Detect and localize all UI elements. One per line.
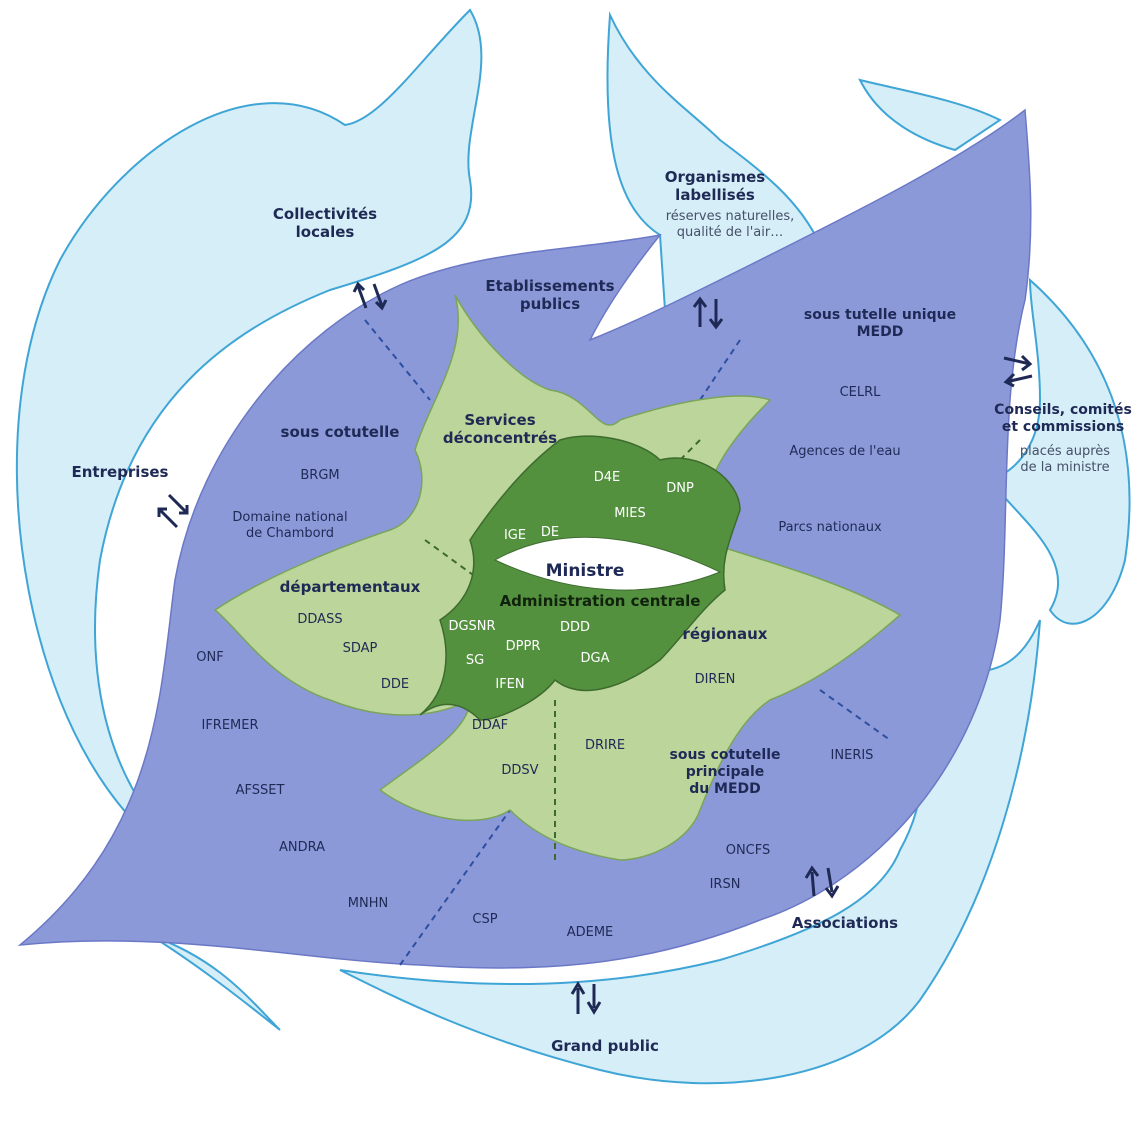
label-departementaux: départementaux bbox=[279, 578, 421, 596]
label-entreprises: Entreprises bbox=[71, 463, 169, 481]
item-ifremer: IFREMER bbox=[201, 718, 259, 733]
item-mies: MIES bbox=[614, 506, 646, 521]
item-ige: IGE bbox=[503, 528, 527, 543]
item-dnp: DNP bbox=[666, 481, 694, 496]
arrow-conseils-icon bbox=[1000, 352, 1036, 388]
label-administration-centrale: Administration centrale bbox=[499, 592, 701, 610]
label-sous-cotutelle: sous cotutelle bbox=[280, 423, 400, 441]
item-celrl: CELRL bbox=[839, 385, 881, 400]
item-dgsnr: DGSNR bbox=[448, 619, 496, 634]
label-organismes-examples: réserves naturelles, qualité de l'air… bbox=[665, 209, 795, 240]
item-onf: ONF bbox=[196, 650, 224, 665]
label-sous-tutelle-unique: sous tutelle unique MEDD bbox=[803, 307, 957, 340]
arrow-associations-icon bbox=[804, 864, 840, 900]
item-ifen: IFEN bbox=[495, 677, 525, 692]
label-conseils-sub: placés auprès de la ministre bbox=[1019, 444, 1111, 475]
item-dde: DDE bbox=[380, 677, 410, 692]
item-afsset: AFSSET bbox=[235, 783, 285, 798]
item-drire: DRIRE bbox=[584, 738, 626, 753]
label-services-deconcentres: Services déconcentrés bbox=[442, 411, 558, 447]
label-conseils: Conseils, comités et commissions bbox=[994, 402, 1132, 435]
arrow-entreprises-icon bbox=[155, 493, 191, 529]
item-ademe: ADEME bbox=[566, 925, 614, 940]
item-dga: DGA bbox=[580, 651, 610, 666]
label-sous-cotutelle-principale: sous cotutelle principale du MEDD bbox=[669, 747, 781, 797]
label-etablissements-publics: Etablissements publics bbox=[485, 277, 615, 313]
item-irsn: IRSN bbox=[709, 877, 741, 892]
arrow-organismes-icon bbox=[690, 295, 726, 331]
item-sg: SG bbox=[465, 653, 485, 668]
label-regionaux: régionaux bbox=[682, 625, 768, 643]
item-brgm: BRGM bbox=[300, 468, 340, 483]
label-grand-public: Grand public bbox=[551, 1037, 659, 1055]
item-csp: CSP bbox=[472, 912, 498, 927]
arrow-grand-public-icon bbox=[568, 980, 604, 1016]
leaf-top-right bbox=[858, 78, 1002, 152]
item-mnhn: MNHN bbox=[347, 896, 389, 911]
ministre-slit bbox=[493, 536, 722, 591]
item-ddd: DDD bbox=[559, 620, 591, 635]
label-associations: Associations bbox=[791, 914, 899, 932]
item-sdap: SDAP bbox=[342, 641, 378, 656]
item-domaine-chambord: Domaine national de Chambord bbox=[232, 510, 348, 541]
leaf-associations bbox=[339, 619, 1041, 1085]
item-diren: DIREN bbox=[694, 672, 736, 687]
leaf-conseils bbox=[988, 277, 1131, 625]
item-parcs-nationaux: Parcs nationaux bbox=[778, 520, 882, 535]
item-agences-eau: Agences de l'eau bbox=[789, 444, 901, 459]
item-andra: ANDRA bbox=[278, 840, 326, 855]
item-ineris: INERIS bbox=[830, 748, 874, 763]
item-ddsv: DDSV bbox=[501, 763, 539, 778]
item-de: DE bbox=[540, 525, 560, 540]
item-dppr: DPPR bbox=[505, 639, 541, 654]
label-organismes-labellises: Organismes labellisés bbox=[664, 168, 766, 204]
arrow-collectivites-icon bbox=[352, 278, 388, 314]
item-d4e: D4E bbox=[593, 470, 621, 485]
item-oncfs: ONCFS bbox=[725, 843, 771, 858]
leaf-bottom-left bbox=[149, 934, 281, 1031]
item-ddass: DDASS bbox=[297, 612, 343, 627]
label-ministre: Ministre bbox=[545, 561, 625, 581]
label-collectivites-locales: Collectivités locales bbox=[272, 205, 378, 241]
item-ddaf: DDAF bbox=[471, 718, 509, 733]
